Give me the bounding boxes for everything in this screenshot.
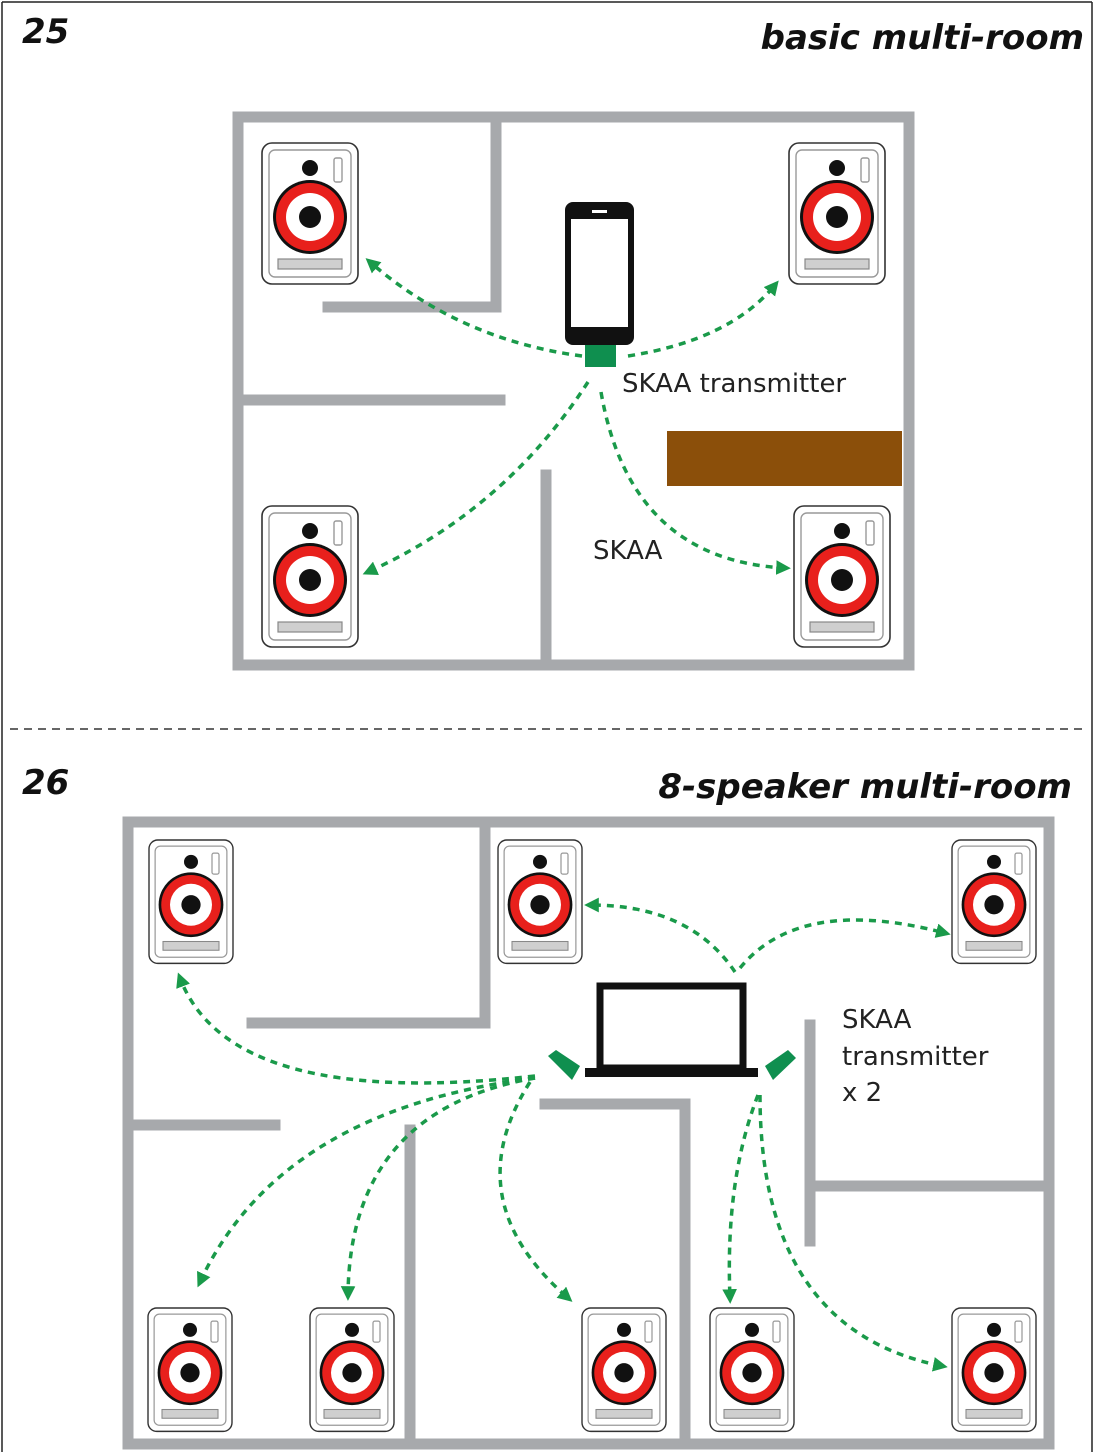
speaker-icon <box>788 142 886 285</box>
figure-25-title: basic multi-room <box>760 18 1084 58</box>
transmitter-dongle-icon <box>548 1050 580 1080</box>
transmitter-dongle-icon <box>765 1050 796 1080</box>
signal-arrow <box>365 258 583 358</box>
figure-26-title: 8-speaker multi-room <box>658 767 1072 807</box>
skaa-signal-label: SKAA <box>593 536 663 566</box>
smartphone-icon <box>565 202 634 345</box>
speaker-icon <box>309 1307 395 1433</box>
signal-arrow <box>340 1076 536 1301</box>
signal-arrow <box>197 1076 536 1288</box>
transmitter-dongle-icon <box>585 345 616 367</box>
signal-arrow <box>362 381 590 576</box>
floorplan-25 <box>232 111 915 671</box>
speaker-icon <box>951 1307 1037 1433</box>
signal-arrow <box>627 280 779 358</box>
laptop-icon <box>585 982 758 1077</box>
floorplan-26 <box>122 816 1055 1450</box>
signal-arrows-25 <box>362 258 791 576</box>
skaa-transmitter-x2-label-line1: SKAA <box>842 1005 912 1035</box>
signal-arrow <box>722 1094 760 1304</box>
figure-26-number: 26 <box>22 763 70 803</box>
signal-arrow <box>498 1081 573 1302</box>
speaker-icon <box>497 839 583 965</box>
speaker-icon <box>709 1307 795 1433</box>
floorplan-25-outer-wall <box>232 111 915 671</box>
signal-arrows-26 <box>176 897 951 1372</box>
speaker-icon <box>793 505 891 648</box>
signal-arrow <box>584 897 737 973</box>
floorplan-26-outer-wall <box>122 816 1055 1450</box>
furniture-cabinet <box>667 431 902 486</box>
signal-arrow <box>176 972 536 1085</box>
speaker-icon <box>261 505 359 648</box>
speaker-icon <box>147 1307 233 1433</box>
speaker-icon <box>951 839 1037 965</box>
speaker-icon <box>148 839 234 965</box>
skaa-transmitter-label: SKAA transmitter <box>622 369 847 399</box>
signal-arrow <box>599 391 791 575</box>
skaa-transmitter-x2-label-line2: transmitter <box>842 1042 989 1072</box>
signal-arrow <box>738 918 951 970</box>
speaker-icon <box>581 1307 667 1433</box>
skaa-transmitter-x2-label-line3: x 2 <box>842 1078 883 1108</box>
figure-25-number: 25 <box>22 12 70 52</box>
speaker-icon <box>261 142 359 285</box>
